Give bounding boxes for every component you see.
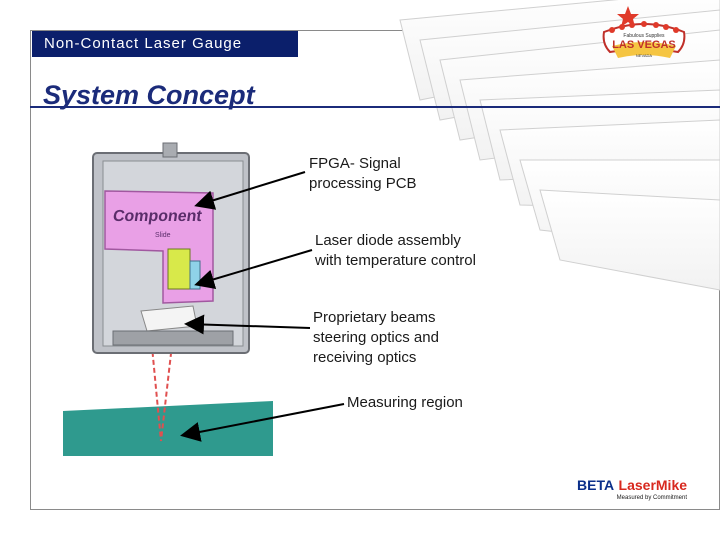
beta-tagline: Measured by Commitment bbox=[616, 495, 687, 501]
callout-optics-line-1: Proprietary beams bbox=[313, 309, 436, 326]
las-vegas-logo: LAS VEGAS Fabulous Supplies NEVADA bbox=[602, 6, 686, 58]
vegas-logo-top: Fabulous Supplies bbox=[623, 33, 665, 39]
vegas-logo-bottom: NEVADA bbox=[636, 53, 652, 58]
callout-fpga-line-1: FPGA- Signal bbox=[309, 155, 401, 172]
callout-measuring: Measuring region bbox=[347, 393, 463, 413]
callout-fpga-line-2: processing PCB bbox=[309, 175, 417, 192]
callout-measuring-line-1: Measuring region bbox=[347, 394, 463, 411]
callout-fpga: FPGA- Signal processing PCB bbox=[309, 154, 417, 194]
gauge-illustration: Component Slide bbox=[63, 131, 273, 456]
optics-block bbox=[140, 305, 198, 332]
vegas-logo-text: LAS VEGAS bbox=[612, 39, 676, 51]
callout-laser-diode-line-1: Laser diode assembly bbox=[315, 232, 461, 249]
callout-laser-diode: Laser diode assembly with temperature co… bbox=[315, 231, 476, 271]
lasermike-brand: LaserMike bbox=[618, 477, 688, 493]
beta-lasermike-logo: BETA LaserMike Measured by Commitment bbox=[577, 477, 687, 509]
section-header: Non-Contact Laser Gauge bbox=[32, 31, 298, 57]
component-sublabel: Slide bbox=[155, 232, 171, 239]
component-label: Component bbox=[112, 207, 204, 225]
beta-brand: BETA bbox=[577, 477, 615, 493]
title-divider bbox=[30, 106, 720, 108]
laser-diode bbox=[167, 248, 191, 290]
callout-optics-line-3: receiving optics bbox=[313, 349, 417, 366]
callout-optics: Proprietary beams steering optics and re… bbox=[313, 308, 439, 368]
page-title: System Concept bbox=[43, 80, 255, 110]
callout-optics-line-2: steering optics and bbox=[313, 329, 439, 346]
callout-laser-diode-line-2: with temperature control bbox=[315, 252, 476, 269]
